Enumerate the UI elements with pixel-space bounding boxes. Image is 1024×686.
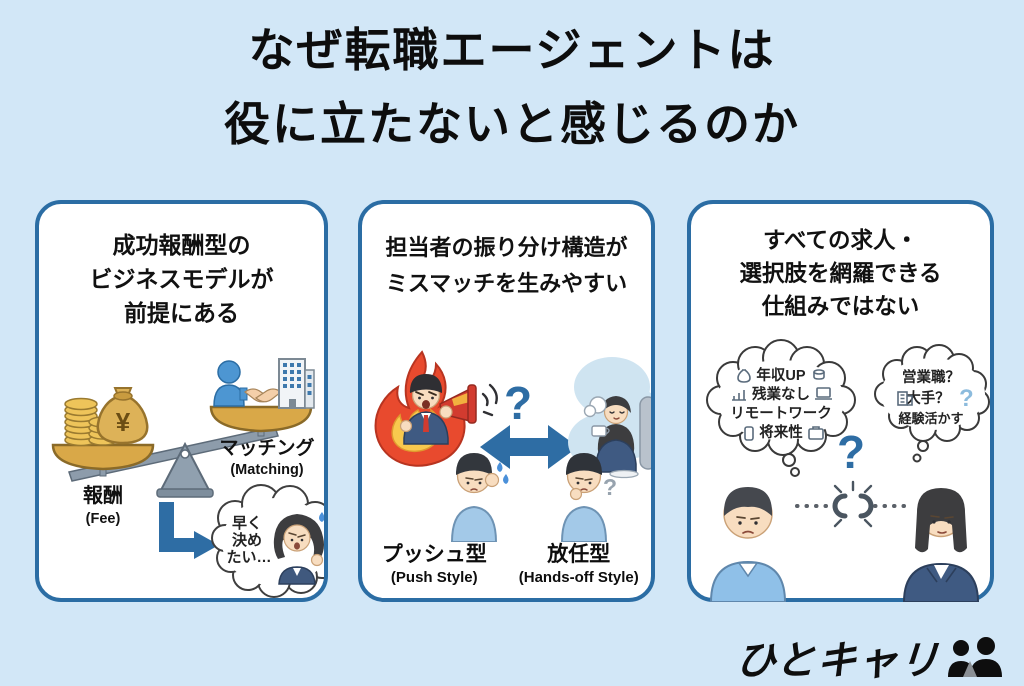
panel-not-comprehensive: すべての求人・ 選択肢を網羅できる 仕組みではない 年収UP 残業なし リ	[687, 200, 994, 602]
chart-icon	[732, 390, 746, 401]
megaphone-icon	[439, 384, 477, 424]
ear-covering-jobseeker-icon	[450, 453, 509, 542]
smartphone-icon	[744, 426, 754, 441]
panel1-title-line3: 前提にある	[124, 300, 239, 326]
wish-salary-up: 年収UP	[756, 366, 805, 384]
left-cloud-mini-icons	[732, 369, 832, 441]
people-icon	[948, 637, 1002, 677]
panel2-illustration: ?	[374, 350, 651, 542]
person-icon	[213, 360, 245, 407]
panel3-illustration: 年収UP 残業なし リモートワーク 将来性	[706, 339, 990, 602]
bubble-line2: 決め	[232, 531, 262, 549]
panel-assignment-mismatch: 担当者の振り分け構造が ミスマッチを生みやすい	[358, 200, 655, 602]
sound-waves-icon	[481, 383, 498, 417]
panel1-title-line2: ビジネスモデルが	[89, 266, 274, 292]
panel3-title-line3: 仕組みではない	[761, 294, 920, 319]
double-arrow-icon	[480, 425, 578, 469]
push-label-en: (Push Style)	[390, 569, 478, 586]
panel1-title-line1: 成功報酬型の	[112, 232, 251, 258]
cloud-question-mark: ?	[959, 385, 974, 412]
matching-sublabel: (Matching)	[230, 462, 303, 478]
yen-symbol: ¥	[116, 407, 131, 437]
panel2-title-line1: 担当者の振り分け構造が	[385, 235, 628, 260]
handsoff-label-jp: 放任型	[547, 543, 611, 566]
wish-remote-work: リモートワーク	[730, 405, 832, 422]
balance-scale-icon	[51, 405, 313, 498]
building-icon	[897, 391, 913, 406]
handsoff-label-en: (Hands-off Style)	[518, 569, 639, 586]
coins-icon	[813, 369, 825, 380]
page-title-line1: なぜ転職エージェントは	[248, 24, 776, 76]
panel2-title: 担当者の振り分け構造が ミスマッチを生みやすい	[362, 204, 651, 302]
briefcase-icon	[808, 426, 824, 440]
coins-icon	[64, 397, 118, 447]
left-cloud-text: 年収UP 残業なし リモートワーク 将来性	[730, 366, 832, 441]
panel1-illustration: ¥	[51, 358, 324, 598]
matching-label: マッチング	[219, 436, 314, 459]
worried-woman-icon	[273, 514, 324, 585]
broken-chain-icon	[832, 480, 874, 528]
jobseeker-woman-icon	[902, 488, 980, 602]
panel-success-fee-model: 成功報酬型の ビジネスモデルが 前提にある	[35, 200, 328, 602]
wish-future: 将来性	[759, 423, 803, 441]
fee-sublabel: (Fee)	[86, 511, 121, 527]
bubble-text: 早く 決め たい…	[226, 515, 271, 566]
panel2-style-labels: プッシュ型 (Push Style) 放任型 (Hands-off Style)	[362, 542, 651, 588]
option-use-experience: 経験活かす	[898, 411, 963, 426]
sweat-drops-icon	[319, 512, 324, 522]
bubble-line1: 早く	[232, 515, 262, 532]
left-thought-cloud-icon	[706, 339, 856, 477]
small-question-mark: ?	[603, 474, 617, 500]
panel1-title: 成功報酬型の ビジネスモデルが 前提にある	[39, 204, 324, 330]
bubble-line3: たい…	[226, 549, 271, 566]
building-icon	[278, 358, 315, 409]
wish-no-overtime: 残業なし	[752, 385, 810, 403]
push-label-jp: プッシュ型	[381, 543, 487, 566]
right-thought-cloud-icon	[874, 344, 990, 463]
panel3-title: すべての求人・ 選択肢を網羅できる 仕組みではない	[691, 204, 990, 323]
pushy-agent-icon	[399, 374, 449, 445]
push-style-label: プッシュ型 (Push Style)	[362, 542, 507, 588]
relaxed-agent-icon	[568, 357, 651, 479]
money-bag-icon	[737, 369, 751, 383]
panel3-title-line2: 選択肢を網羅できる	[739, 261, 942, 286]
panel2-title-line2: ミスマッチを生みやすい	[385, 271, 628, 296]
brand-logo: ひとキャリ	[734, 633, 1002, 683]
chin-hand-jobseeker-icon: ?	[560, 453, 617, 542]
question-mark: ?	[504, 377, 532, 429]
down-right-arrow-icon	[159, 502, 219, 559]
brand-logo-text: ひとキャリ	[734, 639, 942, 683]
handsoff-style-label: 放任型 (Hands-off Style)	[507, 542, 652, 588]
right-cloud-text: 営業職？ 大手？ 経験活かす ?	[898, 368, 973, 426]
page-title-line2: 役に立たないと感じるのか	[224, 97, 800, 150]
coffee-cup-icon	[591, 425, 610, 437]
question-mark: ?	[837, 426, 865, 478]
laptop-icon	[815, 387, 832, 400]
jobseeker-man-icon	[709, 487, 787, 602]
panel3-title-line1: すべての求人・	[762, 228, 919, 253]
page-title: なぜ転職エージェントは 役に立たないと感じるのか	[0, 14, 1024, 161]
option-sales-job: 営業職？	[902, 368, 960, 386]
fee-label: 報酬	[83, 484, 123, 507]
steam-icon	[583, 396, 607, 418]
option-big-company: 大手？	[906, 389, 950, 407]
money-bag-icon: ¥	[96, 387, 149, 445]
